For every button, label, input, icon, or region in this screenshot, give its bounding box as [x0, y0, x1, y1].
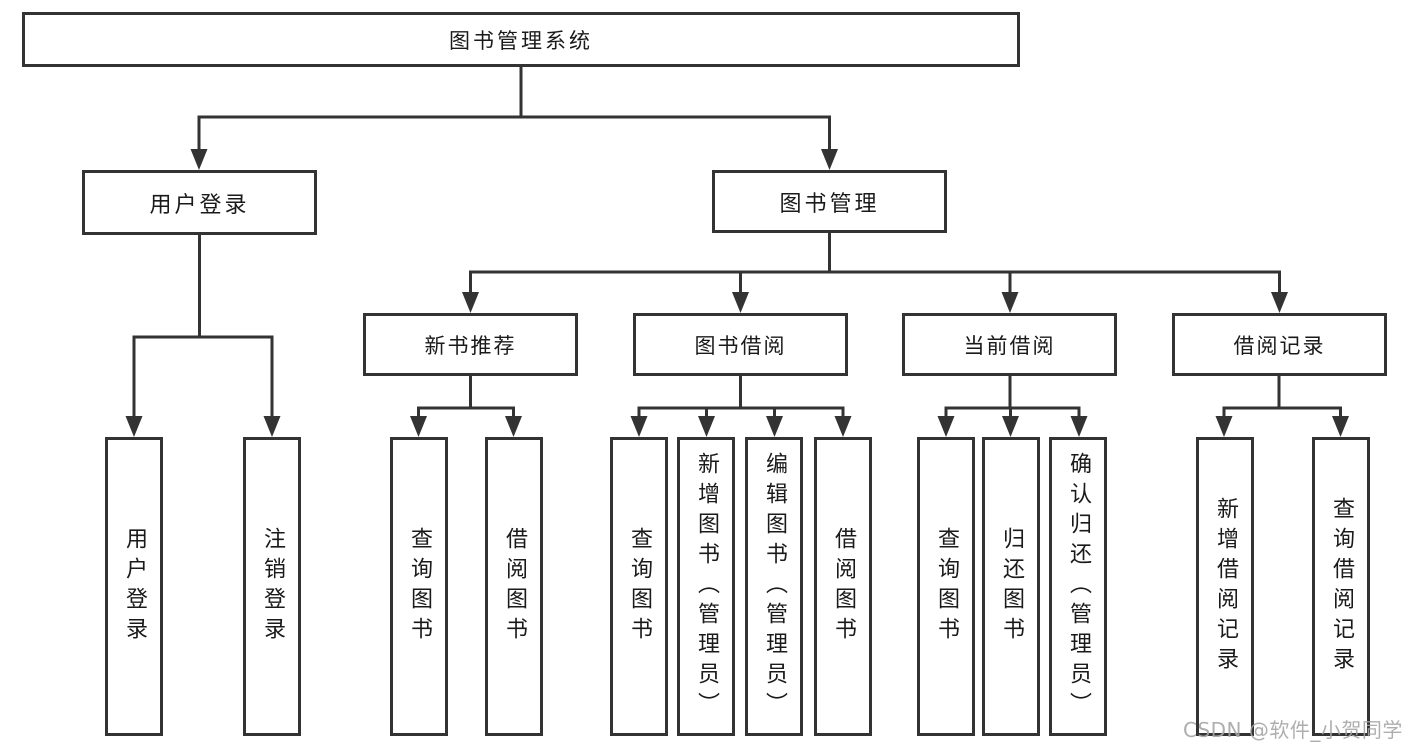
- leaf-logout-label: 注销登录: [260, 526, 285, 647]
- node-borrow-records-label: 借阅记录: [1233, 333, 1326, 358]
- leaf-add-borrow-record: 新增借阅记录: [1196, 437, 1254, 736]
- node-book-borrow: 图书借阅: [633, 313, 848, 376]
- leaf-edit-book-admin-label: 编辑图书（管理员）: [762, 451, 787, 722]
- leaf-query-borrow-record-label: 查询借阅记录: [1329, 496, 1354, 677]
- node-root: 图书管理系统: [22, 12, 1020, 67]
- leaf-borrow-books-2: 借阅图书: [814, 437, 872, 736]
- node-book-borrow-label: 图书借阅: [694, 333, 787, 358]
- leaf-query-books-recommend: 查询图书: [390, 437, 448, 736]
- leaf-return-book: 归还图书: [982, 437, 1040, 736]
- leaf-logout: 注销登录: [243, 437, 301, 736]
- leaf-query-books-recommend-label: 查询图书: [407, 526, 432, 647]
- leaf-query-borrow-record: 查询借阅记录: [1312, 437, 1370, 736]
- node-new-book-recommend-label: 新书推荐: [424, 333, 517, 358]
- connector-user-login-children: [125, 235, 281, 437]
- leaf-query-books-borrow: 查询图书: [610, 437, 668, 736]
- leaf-confirm-return-admin: 确认归还（管理员）: [1049, 437, 1107, 736]
- leaf-confirm-return-admin-label: 确认归还（管理员）: [1066, 451, 1091, 722]
- connector-new-book-rec-children: [410, 376, 522, 437]
- connector-current-borrow-children: [937, 376, 1088, 437]
- connector-book-borrow-children: [630, 376, 852, 437]
- csdn-watermark: CSDN @软件_小贺同学: [1183, 718, 1403, 742]
- node-current-borrow-label: 当前借阅: [963, 333, 1056, 358]
- leaf-borrow-books-2-label: 借阅图书: [831, 526, 856, 647]
- connector-borrow-records-children: [1215, 376, 1349, 437]
- leaf-user-login-label: 用户登录: [122, 526, 147, 647]
- leaf-add-book-admin: 新增图书（管理员）: [677, 437, 735, 736]
- leaf-return-book-label: 归还图书: [999, 526, 1024, 647]
- leaf-borrow-books-recommend-label: 借阅图书: [502, 526, 527, 647]
- leaf-borrow-books-recommend: 借阅图书: [485, 437, 543, 736]
- node-root-label: 图书管理系统: [449, 28, 593, 53]
- leaf-query-books-borrow-label: 查询图书: [627, 526, 652, 647]
- node-book-management-label: 图书管理: [779, 191, 880, 217]
- connector-root-to-level2: [190, 67, 838, 170]
- leaf-add-borrow-record-label: 新增借阅记录: [1213, 496, 1238, 677]
- leaf-user-login: 用户登录: [105, 437, 163, 736]
- connector-book-mgmt-children: [462, 233, 1288, 313]
- node-borrow-records: 借阅记录: [1172, 313, 1387, 376]
- node-user-login-label: 用户登录: [149, 192, 250, 218]
- leaf-edit-book-admin: 编辑图书（管理员）: [745, 437, 803, 736]
- leaf-query-books-current-label: 查询图书: [934, 526, 959, 647]
- node-book-management: 图书管理: [712, 170, 947, 233]
- leaf-add-book-admin-label: 新增图书（管理员）: [694, 451, 719, 722]
- node-user-login: 用户登录: [82, 170, 317, 235]
- node-current-borrow: 当前借阅: [902, 313, 1117, 376]
- leaf-query-books-current: 查询图书: [917, 437, 975, 736]
- node-new-book-recommend: 新书推荐: [363, 313, 578, 376]
